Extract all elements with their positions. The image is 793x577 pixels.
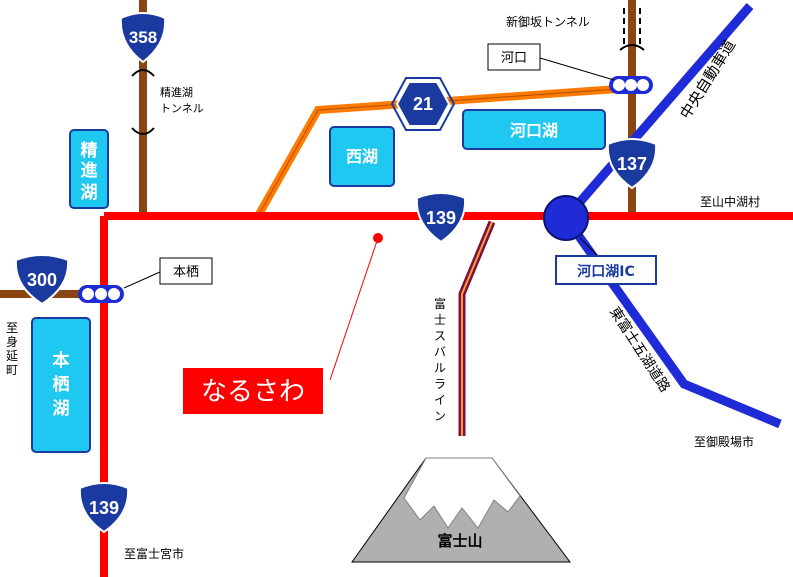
to-minobu-char-1: 至 [6,321,18,335]
kawaguchi-callout-line [539,57,615,81]
route-shield-300[interactable]: 300 [14,254,70,306]
to-minobu-char-4: 町 [6,363,18,377]
narusawa-callout-box[interactable]: なるさわ [183,368,323,414]
to-minobu-char-2: 身 [6,334,18,349]
kawaguchiko-ic-circle[interactable] [543,195,589,241]
lake-motosuko[interactable]: 本栖湖 [31,317,91,453]
to-gotemba-label: 至御殿場市 [694,434,754,449]
kawaguchi-signal[interactable] [609,76,653,94]
lake-motosuko-char-3: 湖 [53,399,70,419]
subaru-char-6: ラ [434,377,446,391]
motosu-signal[interactable] [78,285,124,303]
svg-text:至身延町: 至身延町 [6,321,18,377]
route-shield-139-bottom[interactable]: 139 [78,482,130,534]
shojiko-tunnel-label-line1: 精進湖 [160,86,193,99]
narusawa-label: なるさわ [201,377,305,407]
shinmisaka-tunnel-label: 新御坂トンネル [506,14,590,29]
motosu-signal-label: 本栖 [173,265,199,280]
svg-text:富士スバルライン: 富士スバルライン [434,296,446,423]
shojiko-tunnel-marker [131,69,155,135]
svg-text:精進湖: 精進湖 [81,140,98,203]
lake-kawaguchiko-label: 河口湖 [510,121,558,140]
route-shield-21[interactable]: 21 [390,77,456,131]
route-300-number: 300 [27,270,57,290]
lake-shojiko-char-3: 湖 [81,183,98,203]
to-yamanakako-label: 至山中湖村 [700,194,760,209]
route-shield-139-center[interactable]: 139 [415,192,467,244]
route-shield-137[interactable]: 137 [606,138,658,190]
kawaguchiko-ic-label: 河口湖IC [577,263,634,280]
kawaguchiko-ic-callout-line [579,237,599,257]
shojiko-tunnel-label-line2: トンネル [160,102,204,115]
subaru-char-4: バ [434,345,446,359]
narusawa-callout-line [329,237,379,381]
subaru-char-1: 富 [434,296,446,311]
lake-shojiko-char-1: 精 [81,140,98,161]
subaru-char-3: ス [434,329,446,343]
mt-fuji-label: 富士山 [437,532,482,550]
lake-motosuko-char-2: 栖 [53,374,70,395]
chuo-expressway-road[interactable] [562,3,754,221]
svg-text:本栖湖: 本栖湖 [53,350,70,419]
lake-motosuko-char-1: 本 [53,350,70,371]
subaru-char-7: イ [434,393,446,407]
lake-saiko-label: 西湖 [346,147,378,166]
route-139-center-number: 139 [426,208,456,228]
subaru-char-5: ル [434,361,446,375]
lake-shojiko-char-2: 進 [81,161,98,181]
lake-saiko[interactable]: 西湖 [329,126,395,187]
route-358-number: 358 [129,28,157,47]
mt-fuji[interactable]: 富士山 [351,457,571,563]
kawaguchiko-ic-label-box: 河口湖IC [555,255,657,285]
to-fujinomiya-label: 至富士宮市 [124,546,184,561]
subaru-char-2: 士 [434,313,446,327]
to-minobu-char-3: 延 [6,349,18,363]
motosu-callout-line [123,271,161,289]
kawaguchi-signal-label-box: 河口 [487,43,541,71]
shinmisaka-tunnel-marker [619,8,645,51]
motosu-signal-label-box: 本栖 [159,257,213,285]
route-21-number: 21 [413,94,433,114]
svg-text:精進湖トンネル: 精進湖トンネル [160,86,204,115]
kawaguchi-signal-label: 河口 [501,51,527,66]
route-137-number: 137 [617,154,647,174]
route-shield-358[interactable]: 358 [119,12,167,64]
route-139-bottom-number: 139 [89,498,119,518]
lake-kawaguchiko[interactable]: 河口湖 [462,109,606,150]
lake-shojiko[interactable]: 精進湖 [69,129,109,209]
subaru-char-8: ン [434,409,446,423]
higashi-fuji-goko-road[interactable] [562,215,782,429]
fuji-subaru-line-road[interactable] [458,220,496,436]
